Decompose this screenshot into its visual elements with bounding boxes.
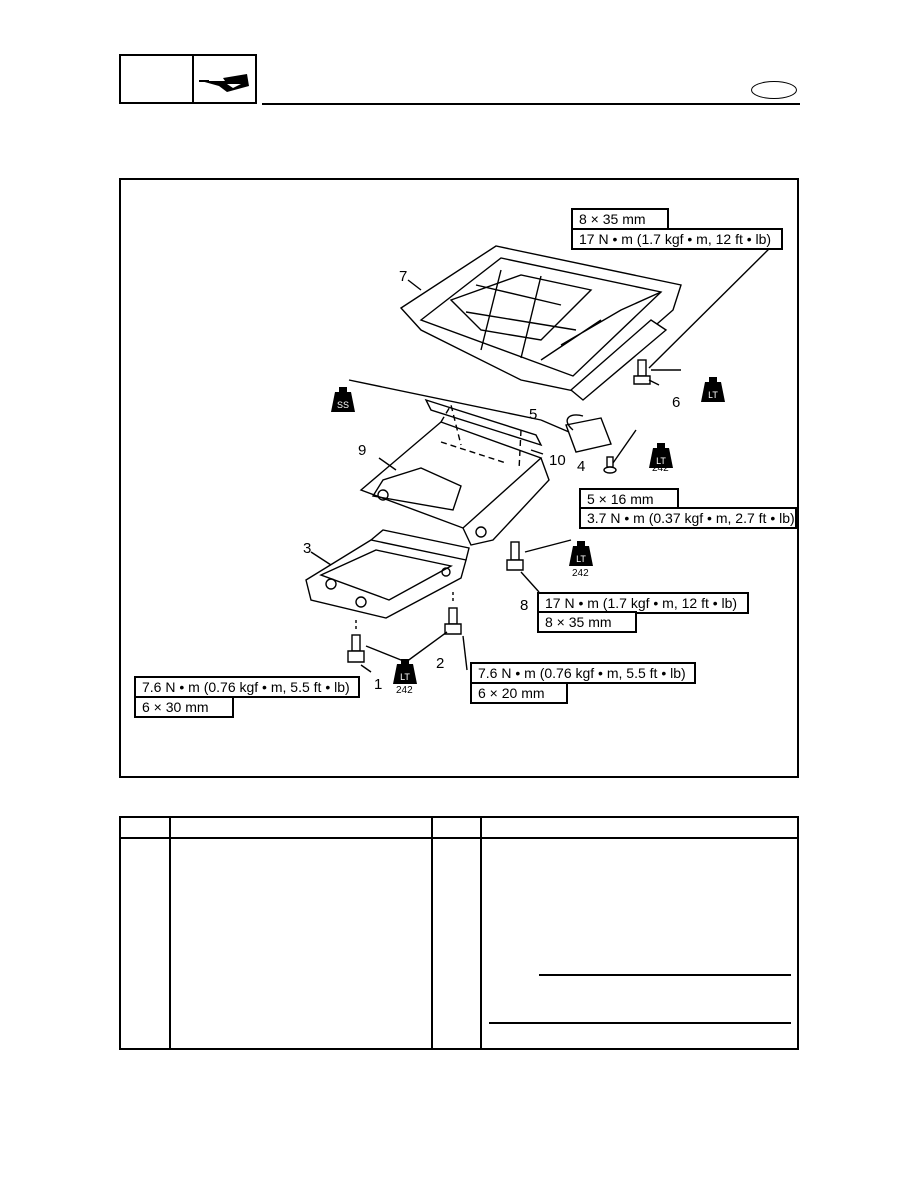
part-number: 7 <box>399 268 408 285</box>
note-rule-bottom <box>489 1022 791 1024</box>
svg-text:LT: LT <box>656 456 666 466</box>
part-number: 9 <box>358 442 367 459</box>
lt-icon-242-a: LT <box>649 443 673 468</box>
svg-text:SS: SS <box>337 400 349 410</box>
part-number: 8 <box>520 597 529 614</box>
language-badge <box>751 81 797 99</box>
part-5-sensor <box>565 417 612 453</box>
spec-bolt6-size: 8 × 35 mm <box>571 208 669 230</box>
exploded-diagram: SS LT LT LT LT 572 242 242 242 7 5 10 9 … <box>119 178 799 778</box>
bolt-2 <box>444 607 462 635</box>
bolt-6 <box>633 359 651 385</box>
spec-bolt1-torque: 7.6 N • m (0.76 kgf • m, 5.5 ft • lb) <box>134 676 360 698</box>
lt-code: 572 <box>704 394 721 405</box>
part-number: 2 <box>436 655 445 672</box>
table-header-rule <box>121 837 797 839</box>
part-number: 5 <box>529 406 538 423</box>
lt-icon-572: LT <box>701 377 725 402</box>
part-number: 3 <box>303 540 312 557</box>
part-number: 10 <box>549 452 566 469</box>
spec-bolt8-size: 8 × 35 mm <box>537 611 637 633</box>
spec-bolt2-torque: 7.6 N • m (0.76 kgf • m, 5.5 ft • lb) <box>470 662 696 684</box>
svg-text:LT: LT <box>708 390 718 400</box>
header-rule <box>262 103 800 105</box>
parts-table <box>119 816 799 1050</box>
note-rule-top <box>539 974 791 976</box>
table-column-rule <box>480 818 482 1048</box>
section-header-box <box>119 54 257 104</box>
spec-bolt4-torque: 3.7 N • m (0.37 kgf • m, 2.7 ft • lb) <box>579 507 797 529</box>
spec-bolt4-size: 5 × 16 mm <box>579 488 679 510</box>
lt-code: 242 <box>572 568 589 579</box>
spec-bolt1-size: 6 × 30 mm <box>134 696 234 718</box>
part-number: 1 <box>374 676 383 693</box>
bolt-4 <box>603 456 617 474</box>
lt-code: 242 <box>652 463 669 474</box>
spec-bolt2-size: 6 × 20 mm <box>470 682 568 704</box>
lt-code: 242 <box>396 685 413 696</box>
ss-sealant-icon: SS <box>331 387 355 412</box>
svg-text:LT: LT <box>400 672 410 682</box>
diagram-drawing: SS LT LT LT LT <box>305 237 781 684</box>
bolt-8 <box>506 541 524 571</box>
part-number: 6 <box>672 394 681 411</box>
part-number: 4 <box>577 458 586 475</box>
table-column-rule <box>169 818 171 1048</box>
spec-bolt8-torque: 17 N • m (1.7 kgf • m, 12 ft • lb) <box>537 592 749 614</box>
part-10-strip <box>424 398 543 447</box>
bolt-1 <box>347 634 365 663</box>
hull-section-icon <box>199 74 249 92</box>
lt-icon-242-b: LT <box>569 541 593 566</box>
header-divider <box>192 56 194 102</box>
svg-text:LT: LT <box>576 554 586 564</box>
lt-icon-242-c: LT <box>393 659 417 684</box>
table-column-rule <box>431 818 433 1048</box>
spec-bolt6-torque: 17 N • m (1.7 kgf • m, 12 ft • lb) <box>571 228 783 250</box>
part-9-bracket <box>359 421 543 529</box>
